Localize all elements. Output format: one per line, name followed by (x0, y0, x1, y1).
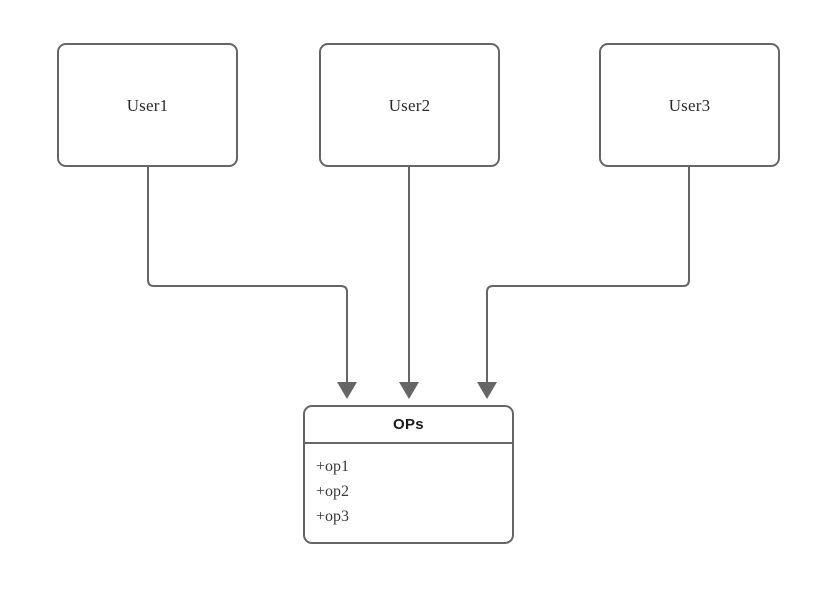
actor-label-user2: User2 (388, 95, 431, 115)
class-title-bar: OPs (305, 407, 512, 444)
actor-label-user3: User3 (668, 95, 711, 115)
class-title-label: OPs (393, 416, 424, 433)
actor-node-user2[interactable]: User2 (319, 43, 500, 167)
operation-item: +op3 (316, 508, 350, 525)
connector-user3-to-ops (486, 167, 690, 388)
operation-item: +op1 (316, 458, 350, 475)
connector-user1-to-ops (147, 167, 348, 388)
class-operations-list: +op1 +op2 +op3 (305, 444, 512, 529)
arrowhead-user1-icon (337, 382, 357, 399)
class-node-ops[interactable]: OPs +op1 +op2 +op3 (303, 405, 514, 544)
arrowhead-user3-icon (477, 382, 497, 399)
actor-node-user1[interactable]: User1 (57, 43, 238, 167)
actor-node-user3[interactable]: User3 (599, 43, 780, 167)
actor-label-user1: User1 (126, 95, 169, 115)
operation-item: +op2 (316, 483, 350, 500)
arrowhead-user2-icon (399, 382, 419, 399)
